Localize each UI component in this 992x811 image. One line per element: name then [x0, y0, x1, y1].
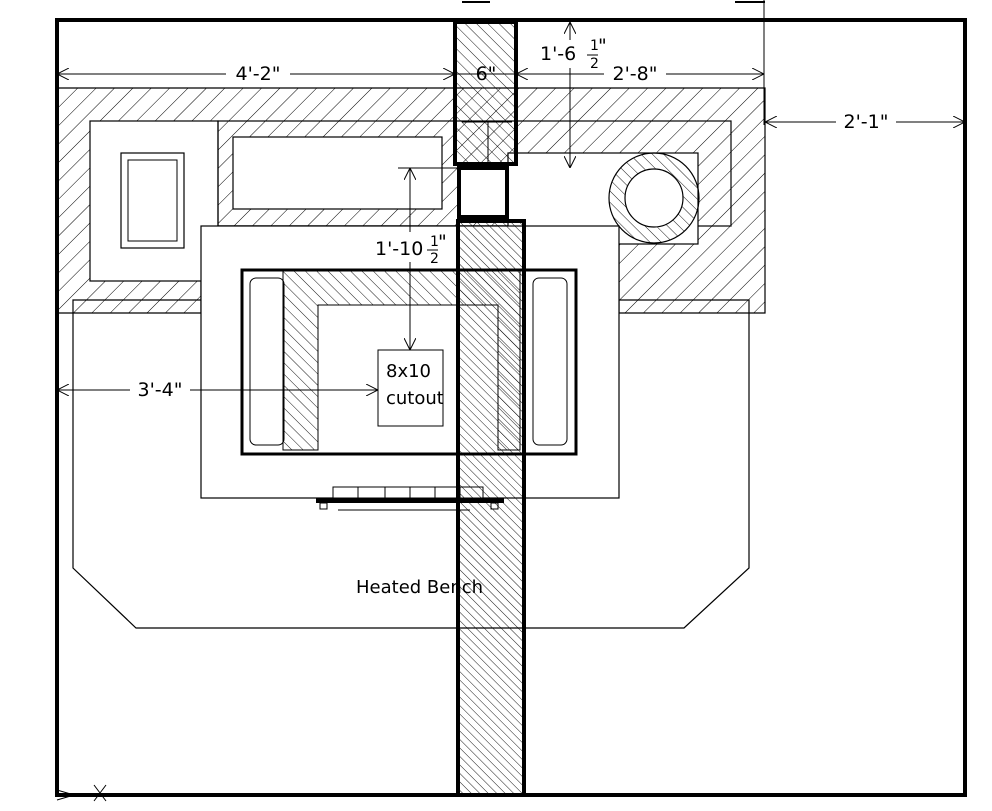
dim-left-clearance: 3'-4" [138, 379, 183, 401]
chimney-column [456, 219, 526, 797]
dim-flue-depth: 1'-6 [540, 43, 576, 65]
round-flue-opening [624, 168, 684, 228]
dim-cutout-offset: 1'-10 [375, 238, 423, 260]
ucs-icon [56, 784, 107, 802]
dim-cutout-offset-num: 1 [430, 234, 439, 250]
top-channel-window [232, 136, 443, 210]
dim-side-clearance: 2'-1" [844, 111, 889, 133]
dim-flue-depth-den: 2 [590, 56, 599, 72]
heated-bench-label: Heated Bench [356, 577, 483, 598]
left-inlet [120, 152, 185, 249]
dim-flue-width: 6" [476, 63, 497, 85]
cutout-label-line2: cutout [386, 388, 444, 409]
dim-flue-depth-num: 1 [590, 38, 599, 54]
chimney-connector [457, 166, 509, 219]
cutout-label-line1: 8x10 [386, 361, 431, 382]
chimney-top [453, 20, 518, 166]
dim-top-right: 2'-8" [613, 63, 658, 85]
dim-cutout-offset-mark: " [438, 231, 447, 253]
dim-cutout-offset-den: 2 [430, 251, 439, 267]
dim-top-left: 4'-2" [236, 63, 281, 85]
dim-flue-depth-mark: " [598, 35, 607, 57]
